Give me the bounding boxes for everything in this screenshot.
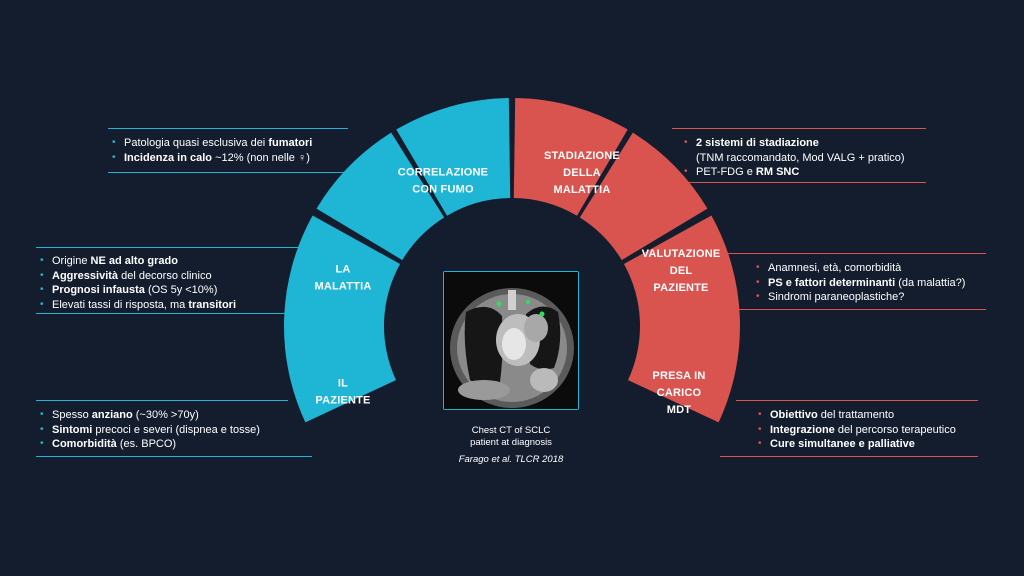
segment-label-stadiazione: STADIAZIONE [544,150,620,162]
panel-il-paziente: Spesso anziano (~30% >70y)Sintomi precoc… [38,408,260,452]
bullet-text: Origine [52,255,91,267]
bullet-item: Obiettivo del trattamento [756,408,956,423]
connector-line-malattia-bottom [36,313,288,314]
bullet-item: Integrazione del percorso terapeutico [756,423,956,438]
bullet-item: Origine NE ad alto grado [38,254,236,269]
connector-line-valutazione-bottom [736,309,986,310]
ring-bottom-mask [0,508,1024,576]
panel-presa-in-carico: Obiettivo del trattamentoIntegrazione de… [756,408,956,452]
connector-line-paziente-bottom [36,456,312,457]
ct-caption-line1: Chest CT of SCLC [471,425,551,436]
ct-citation: Farago et al. TLCR 2018 [458,454,564,465]
segment-label-valutazione: PAZIENTE [653,282,708,294]
bullet-text: Incidenza in calo [124,151,213,164]
bullet-item: Sintomi precoci e severi (dispnea e toss… [38,423,260,438]
panel-valutazione-paziente: Anamnesi, età, comorbidità PS e fattori d… [754,261,965,305]
bullet-text: anziano [91,409,133,421]
bullet-text: Patologia quasi esclusiva dei [124,137,269,149]
bullet-text: NE ad alto grado [90,255,178,267]
segment-label-stadiazione: DELLA [563,167,601,179]
connector-line-presa-top [736,400,978,401]
bullet-text: Comorbidità [52,438,117,450]
bullet-text: fumatori [268,137,313,149]
bullet-text: RM SNC [755,166,800,178]
bullet-text: Integrazione [770,423,835,436]
bullet-text: PET-FDG e [696,166,756,178]
bullet-text: Cure simultanee e palliative [770,438,915,450]
bullet-text: Prognosi infausta [52,284,145,296]
bullet-text: del percorso terapeutico [834,423,956,436]
bullet-text: (OS 5y <10%) [144,284,218,296]
panel-correlazione-fumo: Patologia quasi esclusiva dei fumatoriIn… [110,136,312,165]
segment-label-malattia: LA [335,264,350,276]
bullet-item: Anamnesi, età, comorbidità [754,261,965,276]
connector-line-presa-bottom [720,456,978,457]
bullet-text: (da malattia?) [895,276,966,289]
connector-line-fumo-bottom [108,172,376,173]
ring-segment-correlazione [396,98,511,216]
bullet-text: Aggressività [52,269,119,282]
bullet-item: PS e fattori determinanti (da malattia?) [754,276,965,291]
bullet-item: Comorbidità (es. BPCO) [38,437,260,452]
bullet-text: Sindromi paraneoplastiche? [768,291,905,303]
bullet-text: ~12% (non nelle ♀) [212,151,310,164]
ring-segment-stadiazione [513,98,628,216]
bullet-text: (TNM raccomandato, Mod VALG + pratico) [696,151,905,164]
segment-label-paziente: IL [338,378,348,390]
segment-label-correlazione: CORRELAZIONE [398,167,488,179]
segment-label-valutazione: DEL [670,265,693,277]
bullet-text: Anamnesi, età, comorbidità [768,262,902,274]
ct-illustration [444,272,578,409]
segment-label-correlazione: CON FUMO [412,184,474,196]
connector-line-stadiazione-bottom [662,182,926,183]
bullet-item: 2 sistemi di stadiazione [682,136,905,151]
bullet-item: Incidenza in calo ~12% (non nelle ♀) [110,151,312,166]
bullet-text: (~30% >70y) [132,409,199,421]
bullet-text: PS e fattori determinanti [768,276,896,289]
bullet-item: Prognosi infausta (OS 5y <10%) [38,283,236,298]
panel-la-malattia: Origine NE ad alto gradoAggressività del… [38,254,236,312]
bullet-text: del decorso clinico [118,269,212,282]
bullet-item: Sindromi paraneoplastiche? [754,290,965,305]
segment-label-malattia: MALATTIA [315,281,372,293]
bullet-item: (TNM raccomandato, Mod VALG + pratico) [682,151,905,166]
connector-line-stadiazione-top [672,128,926,129]
bullet-item: Elevati tassi di risposta, ma transitori [38,298,236,313]
ring-segment-paziente [284,215,401,423]
connector-line-malattia-top [36,247,308,248]
segment-label-valutazione: VALUTAZIONE [642,248,721,260]
segment-label-stadiazione: MALATTIA [554,184,611,196]
bullet-text: del trattamento [817,409,895,421]
ct-caption-line2: patient at diagnosis [470,437,552,448]
bullet-item: Aggressività del decorso clinico [38,269,236,284]
bullet-text: precoci e severi (dispnea e tosse) [92,423,260,436]
bullet-item: Patologia quasi esclusiva dei fumatori [110,136,312,151]
bullet-text: Sintomi [52,423,93,436]
ring-segment-malattia [316,132,445,261]
bullet-text: transitori [188,298,237,311]
segment-label-paziente: PAZIENTE [315,395,370,407]
connector-line-fumo-top [108,128,348,129]
connector-line-valutazione-top [728,253,986,254]
panel-stadiazione: 2 sistemi di stadiazione (TNM raccomandat… [682,136,905,180]
bullet-item: Cure simultanee e palliative [756,437,956,452]
bullet-text: Spesso [52,409,92,421]
segment-label-presa: PRESA IN [652,370,705,382]
bullet-text: (es. BPCO) [116,438,177,450]
bullet-text: Obiettivo [770,409,818,421]
segment-label-presa: MDT [667,404,692,416]
segment-label-presa: CARICO [657,387,702,399]
bullet-text: 2 sistemi di stadiazione [696,137,819,149]
connector-line-paziente-top [36,400,288,401]
bullet-item: Spesso anziano (~30% >70y) [38,408,260,423]
bullet-item: PET-FDG e RM SNC [682,165,905,180]
ring-segment-presa [623,215,740,423]
chest-ct-image [443,271,579,410]
bullet-text: Elevati tassi di risposta, ma [52,298,189,311]
ring-segment-valutazione [579,132,708,261]
